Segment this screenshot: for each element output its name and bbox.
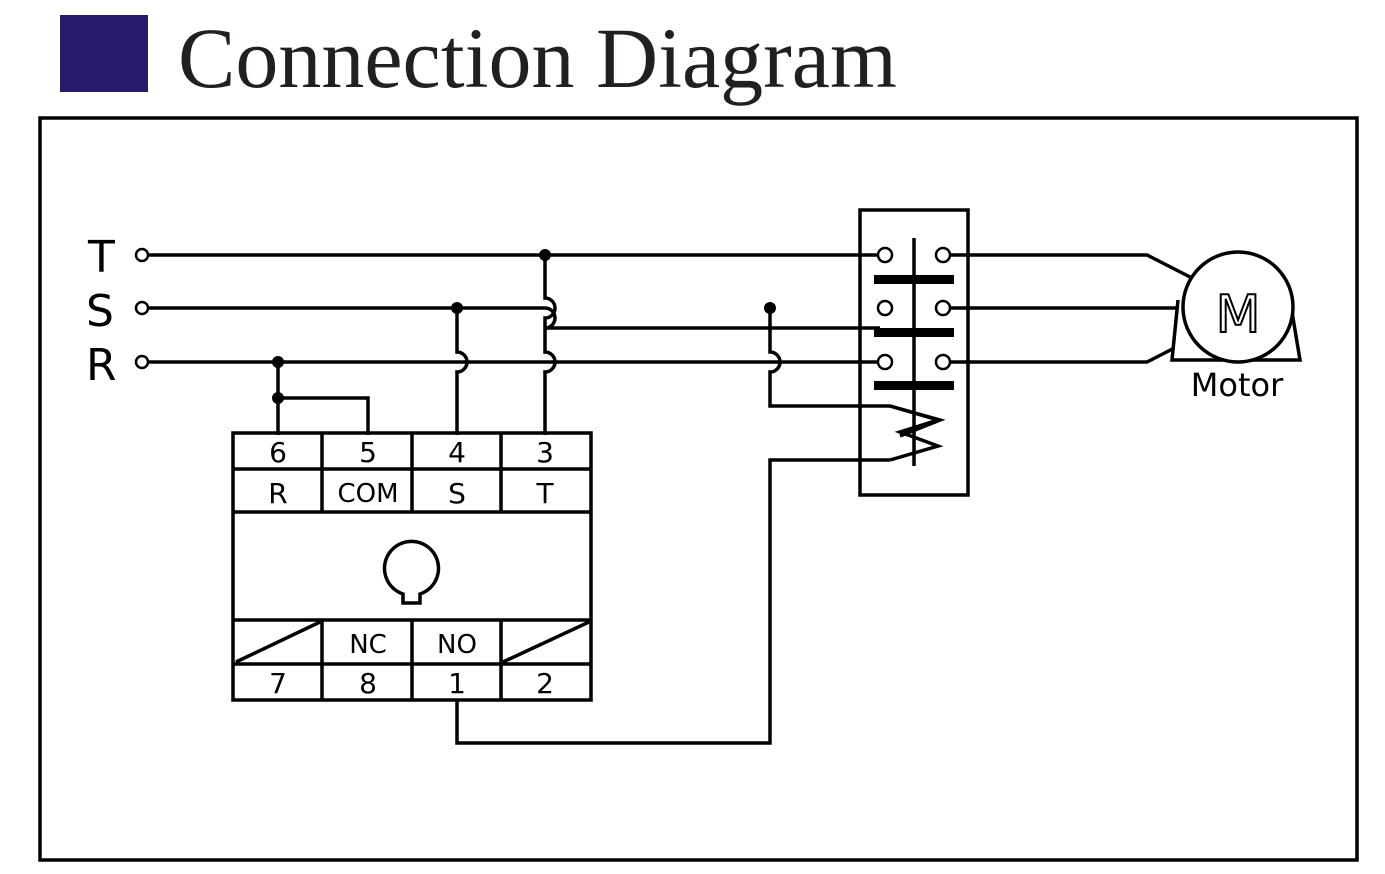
relay-terminal-number-4: 4: [448, 436, 466, 469]
relay-terminal-number-5: 5: [359, 436, 377, 469]
wire-motor-w: [950, 338, 1191, 364]
terminal-s: [134, 300, 150, 316]
wire-motor-u: [950, 253, 1193, 280]
relay-terminal-number-8: 8: [359, 667, 377, 700]
junction-dot: [272, 392, 284, 404]
contactor-terminal: [876, 246, 894, 264]
overload-coil: [889, 404, 945, 462]
wire-control-return: [455, 458, 890, 745]
terminal-t: [134, 247, 150, 263]
junction-dot: [272, 356, 284, 368]
relay-terminal-number-1: 1: [448, 667, 466, 700]
wire-drop-s: [455, 308, 469, 435]
wire-s-to-overload: [768, 308, 946, 438]
relay-terminal-label-nc: NC: [349, 630, 387, 660]
relay-terminal-label-s: S: [448, 477, 466, 510]
phase-label-t: T: [87, 232, 115, 283]
relay-terminal-label-t: T: [535, 477, 554, 510]
contactor-terminal: [934, 299, 952, 317]
relay-unused-slash: [502, 620, 590, 664]
wire-drop-t: [543, 255, 557, 435]
phase-label-r: R: [86, 340, 117, 391]
diagram-frame: [38, 116, 1359, 862]
contactor-terminal: [876, 353, 894, 371]
motor-label: Motor: [1191, 366, 1284, 404]
junction-dot: [539, 249, 551, 261]
relay-terminal-label-com: COM: [337, 479, 398, 509]
terminal-r: [134, 354, 150, 370]
page-title: Connection Diagram: [178, 10, 897, 106]
relay-terminal-number-6: 6: [269, 436, 287, 469]
relay-terminal-number-7: 7: [269, 667, 287, 700]
junction-dot: [451, 302, 463, 314]
contactor-terminal: [934, 246, 952, 264]
junction-dot: [764, 302, 776, 314]
motor-symbol: M: [1216, 285, 1261, 345]
relay-terminal-number-2: 2: [536, 667, 554, 700]
phase-label-s: S: [86, 286, 114, 337]
relay-terminal-label-no: NO: [437, 630, 477, 660]
relay-terminal-number-3: 3: [536, 436, 554, 469]
adjust-knob-icon: [382, 539, 441, 605]
relay-terminal-label-r: R: [268, 477, 287, 510]
relay-unused-slash: [235, 620, 321, 664]
contactor-box: [858, 208, 970, 497]
wire-com-jumper: [278, 396, 370, 435]
contactor-terminal: [934, 353, 952, 371]
motor-icon: [1181, 250, 1295, 364]
title-square: [60, 15, 148, 92]
contactor-terminal: [876, 299, 894, 317]
